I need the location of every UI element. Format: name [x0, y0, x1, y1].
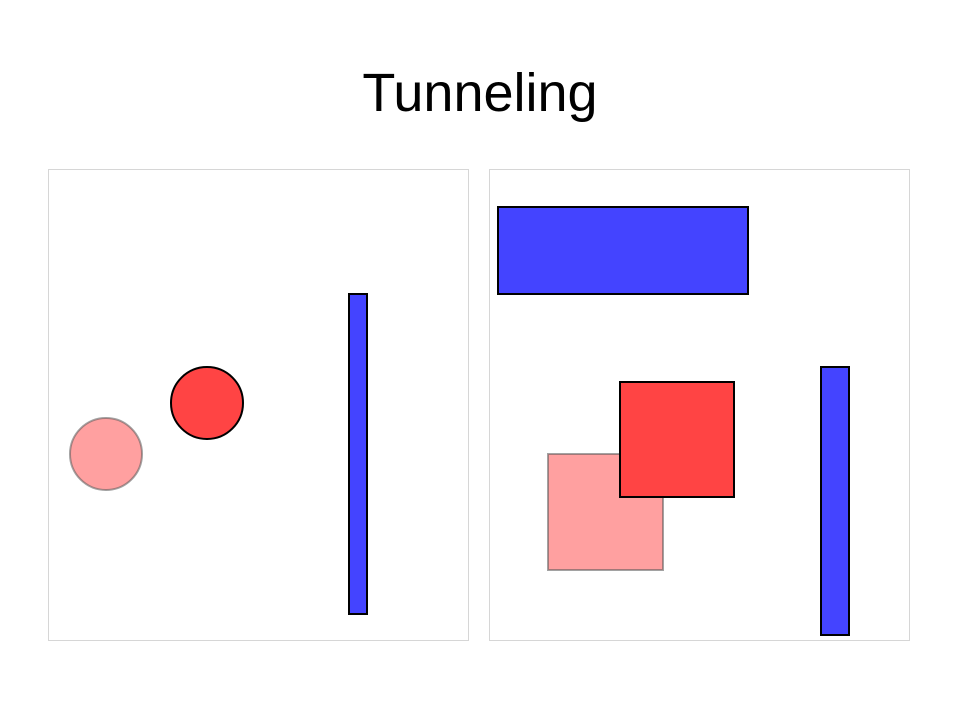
moving-box	[619, 381, 735, 498]
top-wide-block	[497, 206, 749, 295]
left-panel-canvas	[69, 293, 368, 615]
moving-circle	[170, 366, 244, 440]
right-panel-canvas	[497, 206, 850, 636]
slide-title: Tunneling	[362, 63, 598, 123]
left-panel-circle-example	[48, 169, 469, 641]
thin-wall	[348, 293, 368, 615]
right-panel-box-example	[489, 169, 910, 641]
ghost-circle	[69, 417, 143, 491]
right-thin-wall	[820, 366, 850, 636]
